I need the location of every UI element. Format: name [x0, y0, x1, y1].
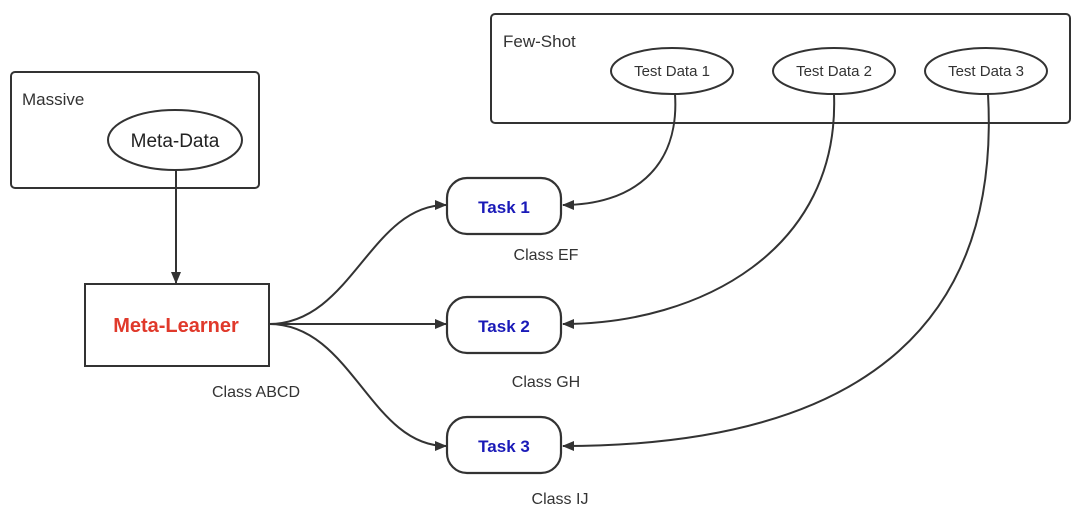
task-1-class-label: Class EF: [514, 247, 579, 264]
task-3: Task 3 Class IJ: [445, 415, 589, 508]
test-data-3-node: [924, 47, 1048, 95]
task-1-box: [445, 176, 563, 236]
massive-group-label: Massive: [22, 90, 84, 109]
test-data-2-label: Test Data 2: [796, 63, 872, 80]
few-shot-group: Few-Shot Test Data 1 Test Data 2 Test Da…: [490, 13, 1071, 124]
test-data-1-node: [610, 47, 734, 95]
edge-meta-learner-to-task-3: [268, 323, 447, 451]
edge-test-data-2-to-task-2: [562, 93, 836, 329]
test-data-1-label: Test Data 1: [634, 63, 710, 80]
edges: [171, 93, 990, 451]
task-2-class-label: Class GH: [512, 374, 580, 391]
task-1: Task 1 Class EF: [445, 176, 579, 264]
task-3-label: Task 3: [478, 437, 530, 456]
edge-meta-learner-to-task-1: [268, 200, 447, 325]
edge-test-data-3-to-task-3: [562, 93, 990, 451]
few-shot-group-label: Few-Shot: [503, 32, 576, 51]
meta-learner-label: Meta-Learner: [113, 315, 239, 337]
task-2: Task 2 Class GH: [445, 295, 580, 391]
meta-data-label: Meta-Data: [131, 131, 220, 152]
massive-group: Massive Meta-Data: [10, 71, 260, 189]
task-3-box: [445, 415, 563, 475]
task-2-box: [445, 295, 563, 355]
task-2-label: Task 2: [478, 317, 530, 336]
meta-learner-class-label: Class ABCD: [212, 384, 300, 401]
edge-test-data-1-to-task-1: [562, 93, 677, 210]
task-1-label: Task 1: [478, 198, 530, 217]
meta-learner: Meta-Learner Class ABCD: [84, 283, 300, 401]
test-data-3-label: Test Data 3: [948, 63, 1024, 80]
task-3-class-label: Class IJ: [532, 491, 589, 508]
